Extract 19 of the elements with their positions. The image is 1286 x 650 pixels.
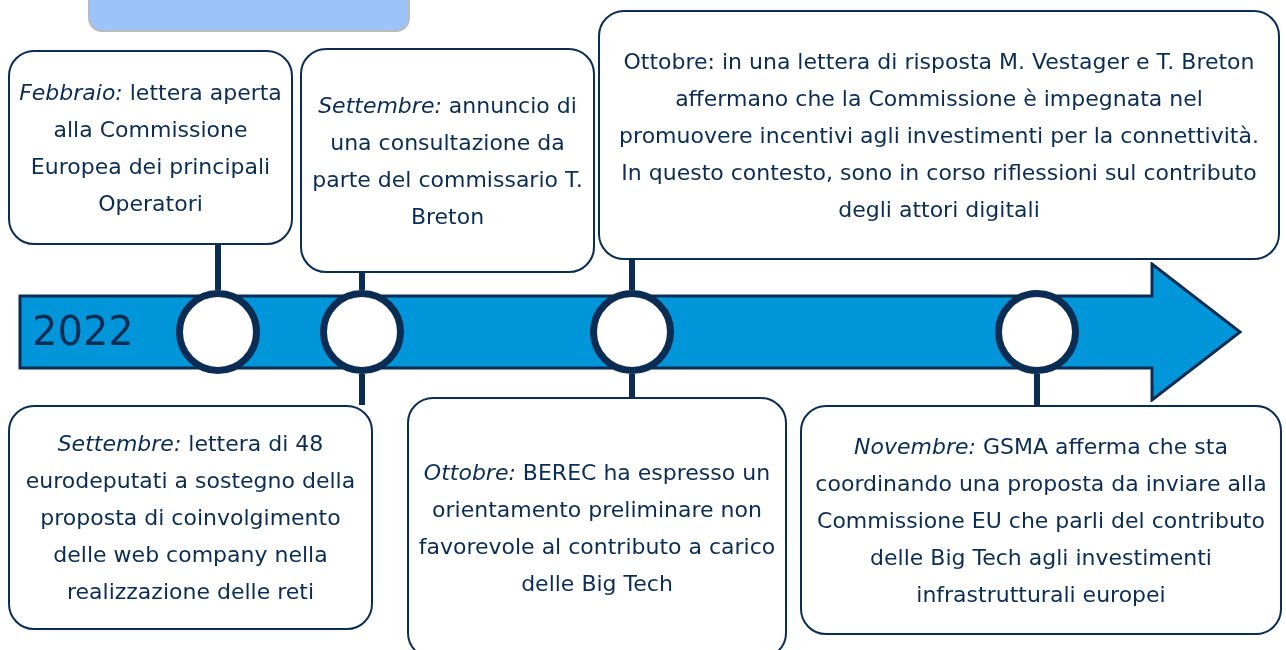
year-label: 2022 <box>32 307 134 356</box>
connector-line <box>359 273 365 290</box>
connector-line <box>359 374 365 405</box>
event-box <box>598 10 1280 260</box>
connector-line <box>1034 374 1040 405</box>
event-text: Novembre: GSMA afferma che sta coordinando una proposta da inviare alla Commissione EU che parli del contributo delle Big Tech agli investimenti infrastrutturali europei <box>814 432 1268 609</box>
connector-line <box>629 260 635 290</box>
connector-line <box>215 245 221 290</box>
event-box <box>800 405 1282 635</box>
event-box <box>8 405 373 630</box>
event-text: Febbraio: lettera aperta alla Commissione Europea dei principali Operatori <box>18 78 283 218</box>
event-text: Settembre: annuncio di una consultazione da parte del commissario T. Breton <box>311 91 584 231</box>
event-box <box>300 48 595 273</box>
event-text: Ottobre: BEREC ha espresso un orientamento preliminare non favorevole al contributo a carico delle Big Tech <box>417 459 777 598</box>
connector-line <box>629 374 635 397</box>
event-box <box>8 50 293 245</box>
event-box <box>407 397 787 650</box>
event-text: Settembre: lettera di 48 eurodeputati a sostegno della proposta di coinvolgimento delle web company nella realizzazione delle reti <box>24 430 357 606</box>
event-text: Ottobre: in una lettera di risposta M. Vestager e T. Breton affermano che la Commissione è impegnata nel promuovere incentivi agli investimenti per la connettività. In questo contesto, sono in corso riflessioni sul contributo degli attori digitali <box>618 47 1260 224</box>
